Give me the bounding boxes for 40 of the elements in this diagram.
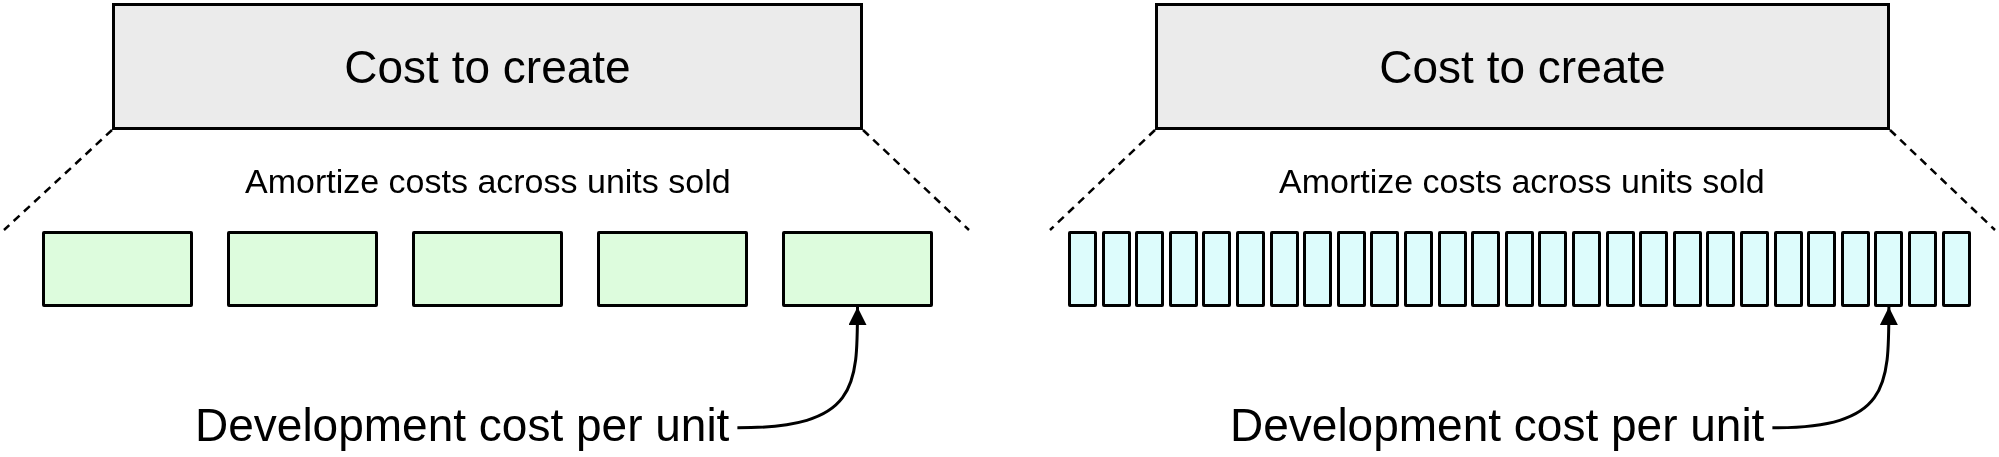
cost-box: Cost to create — [112, 3, 863, 130]
unit-box — [1572, 231, 1601, 307]
unit-box — [412, 231, 563, 307]
unit-box — [1504, 231, 1534, 307]
unit-box — [1807, 231, 1837, 307]
unit-box — [1639, 231, 1669, 307]
unit-box — [1135, 231, 1165, 307]
note-text: Amortize costs across units sold — [245, 163, 731, 201]
unit-box — [1168, 231, 1198, 307]
unit-box — [1672, 231, 1702, 307]
unit-box — [1068, 231, 1097, 307]
unit-box — [1773, 231, 1803, 307]
unit-box — [782, 231, 933, 307]
note-text: Amortize costs across units sold — [1279, 163, 1765, 201]
cost-box: Cost to create — [1155, 3, 1890, 130]
unit-box — [1437, 231, 1467, 307]
unit-box — [1908, 231, 1937, 307]
unit-box — [1236, 231, 1265, 307]
unit-box — [227, 231, 378, 307]
caption-text: Development cost per unit — [1230, 400, 1765, 451]
unit-box — [1941, 231, 1971, 307]
unit-box — [1874, 231, 1904, 307]
arrow — [1772, 307, 1898, 430]
unit-box — [1269, 231, 1299, 307]
unit-box — [1303, 231, 1333, 307]
arrow — [737, 307, 867, 430]
unit-box — [1605, 231, 1635, 307]
unit-box — [1471, 231, 1501, 307]
unit-box — [1202, 231, 1232, 307]
unit-box — [1740, 231, 1769, 307]
unit-box — [1706, 231, 1736, 307]
unit-box — [1404, 231, 1433, 307]
caption-text: Development cost per unit — [195, 400, 730, 451]
unit-box — [1538, 231, 1568, 307]
unit-box — [1370, 231, 1400, 307]
unit-box — [597, 231, 748, 307]
unit-box — [1101, 231, 1131, 307]
unit-box — [1336, 231, 1366, 307]
unit-box — [1840, 231, 1870, 307]
unit-box — [42, 231, 193, 307]
